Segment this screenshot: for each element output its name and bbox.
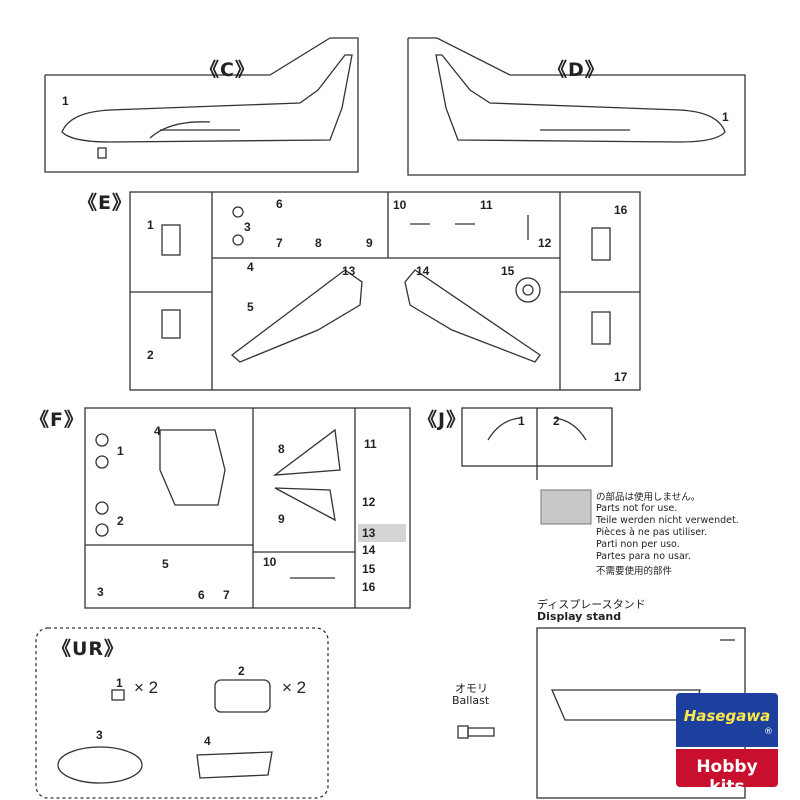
part-e17-label: 17 (614, 370, 628, 384)
part-j2-label: 2 (553, 414, 560, 428)
part-e16-label: 16 (614, 203, 628, 217)
part-e5-label: 5 (247, 300, 254, 314)
logo-registered: ® (764, 727, 773, 737)
part-f9-label: 9 (278, 512, 285, 526)
part-f10-label: 10 (263, 555, 277, 569)
part-ur2-label: 2 (238, 664, 245, 678)
part-f1-label: 1 (117, 444, 124, 458)
not-used-swatch (540, 489, 592, 525)
part-f14-label: 14 (362, 543, 376, 557)
part-e3-label: 3 (244, 220, 251, 234)
not-used-highlight-f13 (358, 524, 406, 542)
part-f3-label: 3 (97, 585, 104, 599)
part-ur3-label: 3 (96, 728, 103, 742)
sprue-ur-frame (35, 627, 329, 799)
legend-es: Partes para no usar. (596, 551, 691, 562)
part-f6-label: 6 (198, 588, 205, 602)
part-ur4-label: 4 (204, 734, 211, 748)
part-ur2-qty: × 2 (282, 678, 307, 697)
part-e4-label: 4 (247, 260, 254, 274)
part-e7-label: 7 (276, 236, 283, 250)
sprue-d-frame (407, 37, 746, 176)
part-f5-label: 5 (162, 557, 169, 571)
display-stand-en: Display stand (537, 610, 622, 623)
part-f7-label: 7 (223, 588, 230, 602)
ballast-jp: オモリ (455, 682, 488, 695)
section-ur-heading: 《UR》 (52, 638, 125, 660)
hasegawa-logo: Hasegawa ® Hobby kits (676, 693, 778, 797)
part-e13-label: 13 (342, 264, 356, 278)
section-j-heading: 《J》 (418, 409, 467, 431)
part-j1-label: 1 (518, 414, 525, 428)
legend-jp: の部品は使用しません。 (596, 492, 701, 503)
part-f13-label: 13 (362, 526, 376, 540)
part-f12-label: 12 (362, 495, 376, 509)
part-f16-label: 16 (362, 580, 376, 594)
part-e8-label: 8 (315, 236, 322, 250)
part-f2-label: 2 (117, 514, 124, 528)
part-e15-label: 15 (501, 264, 515, 278)
part-e14-label: 14 (416, 264, 430, 278)
section-c-heading: 《C》 (200, 59, 255, 81)
part-e11-label: 11 (480, 198, 493, 212)
sprue-c-frame (44, 37, 359, 173)
section-f-heading: 《F》 (30, 409, 84, 431)
part-e12-label: 12 (538, 236, 552, 250)
ballast-en: Ballast (452, 694, 490, 707)
part-e6-label: 6 (276, 197, 283, 211)
part-e10-label: 10 (393, 198, 407, 212)
logo-brand: Hasegawa (683, 707, 771, 725)
legend-en: Parts not for use. (596, 503, 678, 514)
part-f11-label: 11 (364, 437, 377, 451)
part-f8-label: 8 (278, 442, 285, 456)
part-e2-label: 2 (147, 348, 154, 362)
section-d-heading: 《D》 (548, 59, 605, 81)
part-d1-label: 1 (722, 110, 729, 124)
part-ur1-label: 1 (116, 676, 123, 690)
logo-tagline: Hobby kits (696, 757, 758, 797)
part-f4-label: 4 (154, 424, 161, 438)
part-f15-label: 15 (362, 562, 376, 576)
legend-it: Parti non per uso. (596, 539, 680, 550)
legend-fr: Pièces à ne pas utiliser. (596, 527, 708, 538)
sprue-f-frame (84, 407, 411, 609)
part-e1-label: 1 (147, 218, 154, 232)
part-c1-label: 1 (62, 94, 69, 108)
part-ur1-qty: × 2 (134, 678, 159, 697)
legend-de: Teile werden nicht verwendet. (596, 515, 739, 526)
display-stand-jp: ディスプレースタンド (537, 598, 646, 611)
sprue-e-frame (129, 191, 641, 391)
section-e-heading: 《E》 (78, 192, 132, 214)
legend-zh: 不需要使用的部件 (596, 566, 673, 577)
part-e9-label: 9 (366, 236, 373, 250)
